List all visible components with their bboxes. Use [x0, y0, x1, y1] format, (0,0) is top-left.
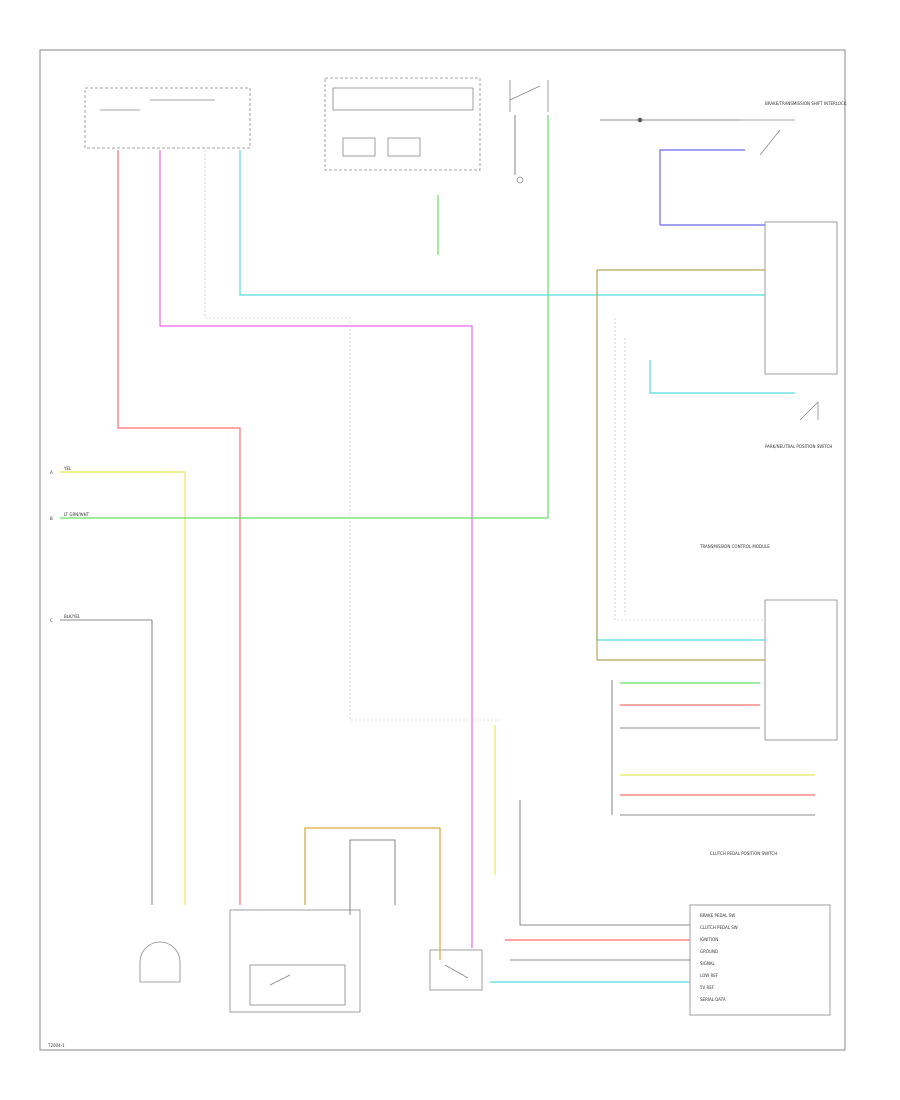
- label-tcm: TRANSMISSION CONTROL MODULE: [699, 544, 770, 549]
- diagram-frame: [39, 49, 846, 1051]
- svg-text:IGNITION: IGNITION: [700, 937, 718, 942]
- left-terminal-a: A YEL: [50, 466, 72, 475]
- svg-text:GROUND: GROUND: [700, 949, 718, 954]
- svg-text:BLK/YEL: BLK/YEL: [64, 614, 81, 619]
- fuse-block: [139, 941, 181, 983]
- label-clutch-switch: CLUTCH PEDAL POSITION SWITCH: [710, 851, 777, 856]
- brake-switch: [509, 80, 549, 184]
- ignition-switch-box: [84, 87, 251, 149]
- svg-text:LOW REF: LOW REF: [700, 973, 719, 978]
- left-terminal-c: C BLK/YEL: [50, 614, 81, 623]
- wire-orange: [304, 827, 441, 960]
- svg-text:SIGNAL: SIGNAL: [700, 961, 716, 966]
- wire-magenta: [159, 150, 473, 948]
- svg-text:CLUTCH PEDAL SW: CLUTCH PEDAL SW: [700, 925, 738, 930]
- wire-gray: [204, 150, 765, 721]
- svg-text:B: B: [50, 516, 53, 521]
- wire-red: [117, 150, 241, 905]
- left-terminal-b: B LT GRN/WHT: [50, 512, 90, 521]
- svg-text:A: A: [50, 470, 53, 475]
- connector-mid-right: [764, 599, 838, 741]
- wire-cyan: [239, 150, 795, 983]
- svg-text:C: C: [50, 618, 53, 623]
- solenoid-box: [429, 949, 483, 991]
- wire-black: [60, 115, 815, 961]
- transmission-shift-lock: [229, 909, 361, 1013]
- wire-yellow: [60, 471, 815, 905]
- wire-tan: [596, 269, 765, 661]
- label-pn-switch: PARK/NEUTRAL POSITION SWITCH: [765, 444, 832, 449]
- instrument-cluster-box: [324, 77, 481, 171]
- wire-blue: [659, 149, 765, 226]
- label-shift-interlock: BRAKE/TRANSMISSION SHIFT INTERLOCK: [765, 101, 847, 106]
- footer-code: T2004-1: [47, 1043, 65, 1048]
- svg-text:SERIAL DATA: SERIAL DATA: [700, 997, 726, 1002]
- connector-top-right: [764, 221, 838, 375]
- svg-text:5V REF: 5V REF: [700, 985, 715, 990]
- svg-text:LT GRN/WHT: LT GRN/WHT: [64, 512, 90, 517]
- svg-text:YEL: YEL: [63, 466, 72, 471]
- module-pin-list: BRAKE PEDAL SW CLUTCH PEDAL SW IGNITION …: [700, 913, 738, 1002]
- park-neutral-switch: [799, 401, 819, 421]
- svg-text:BRAKE PEDAL SW: BRAKE PEDAL SW: [700, 913, 735, 918]
- wire-red-right: [505, 704, 815, 941]
- wire-green: [60, 115, 760, 684]
